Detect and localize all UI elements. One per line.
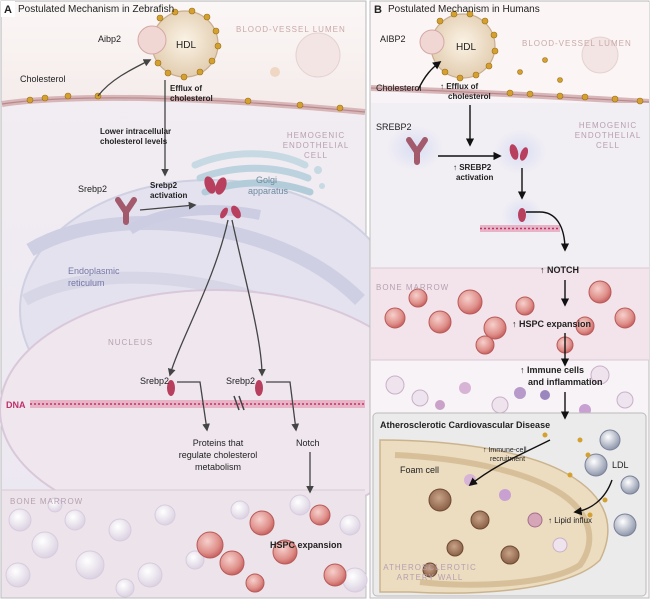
lipid-label: ↑ Lipid influx — [548, 516, 592, 525]
arrows-a — [97, 59, 314, 494]
hspc-label-a: HSPC expansion — [270, 540, 342, 550]
wall-label-1: ATHEROSCLEROTIC — [383, 563, 477, 572]
golgi-label-a-1: Golgi — [256, 175, 277, 185]
ascvd-cholesterol-b — [542, 432, 608, 518]
lower-label-a-2: cholesterol levels — [100, 137, 168, 146]
recruitment-label-b-2: recruitment — [490, 456, 525, 463]
hemogenic-label-b-1: HEMOGENIC — [579, 121, 637, 130]
nucleus-label-a: NUCLEUS — [108, 338, 153, 347]
immune-label-b-1: ↑ Immune cells — [520, 365, 584, 375]
efflux-label-b-2: cholesterol — [448, 92, 491, 101]
srebp2-dna-a — [167, 380, 263, 396]
srebp2-active-b — [509, 144, 529, 222]
lumen-label-b: BLOOD-VESSEL LUMEN — [522, 39, 632, 48]
ldl-particles-b — [584, 429, 640, 537]
notch-label-b: ↑ NOTCH — [540, 265, 579, 275]
ascvd-title: Atherosclerotic Cardiovascular Disease — [380, 420, 550, 430]
recruitment-label-b-1: ↑ Immune-cell — [483, 447, 527, 454]
immune-cells-b — [385, 365, 634, 416]
hdl-cholesterol-dots-b — [436, 10, 499, 82]
srebp2-cytoplasm-a — [115, 197, 137, 225]
hemogenic-label-a-2: ENDOTHELIAL — [283, 141, 350, 150]
golgi-label-a-2: apparatus — [248, 186, 289, 196]
hspc-label-b: ↑ HSPC expansion — [512, 319, 591, 329]
hdl-label-b: HDL — [456, 42, 476, 53]
cholesterol-label-b: Cholesterol — [376, 83, 422, 93]
aibp2-protein-b — [419, 29, 445, 55]
hspc-cells-b — [384, 280, 636, 355]
efflux-label-a-2: cholesterol — [170, 94, 213, 103]
panel-a-letter: A — [4, 4, 12, 16]
panel-b: B Postulated Mechanism in Humans AIBP2 H… — [369, 0, 650, 599]
aibp2-label-b: AIBP2 — [380, 34, 406, 44]
lumen-label-a: BLOOD-VESSEL LUMEN — [236, 25, 346, 34]
srebp2-label-b: SREBP2 — [376, 122, 412, 132]
immune-label-b-2: and inflammation — [528, 377, 603, 387]
artery-wall — [379, 439, 609, 594]
hdl-particle-a — [137, 10, 219, 78]
aibp2-label-a: Aibp2 — [98, 34, 121, 44]
er-label-a-1: Endoplasmic — [68, 266, 120, 276]
srebp2-cytoplasm-b — [406, 137, 428, 165]
srebp2-right-label-a: Srebp2 — [226, 376, 255, 386]
activation-label-b-2: activation — [456, 173, 493, 182]
hdl-label-a: HDL — [176, 40, 196, 51]
panel-a-title: Postulated Mechanism in Zebrafish — [18, 4, 174, 15]
bone-marrow-label-b: BONE MARROW — [376, 283, 449, 292]
proteins-label-a-1: Proteins that — [193, 438, 244, 448]
hemogenic-label-a-3: CELL — [304, 151, 328, 160]
hspc-cells-a — [196, 504, 347, 593]
dna-strand-a — [30, 400, 365, 408]
lower-label-a-1: Lower intracellular — [100, 127, 171, 136]
plaque-cells-b — [422, 474, 568, 578]
proteins-label-a-2: regulate cholesterol — [179, 450, 258, 460]
srebp2-left-label-a: Srebp2 — [140, 376, 169, 386]
panel-b-title: Postulated Mechanism in Humans — [388, 4, 540, 15]
wall-label-2: ARTERY WALL — [397, 573, 464, 582]
hdl-particle-b — [419, 13, 496, 79]
activation-label-b-1: ↑ SREBP2 — [453, 163, 492, 172]
aibp2-protein-a — [137, 25, 167, 55]
bone-marrow-label-a: BONE MARROW — [10, 497, 83, 506]
dna-strand-b — [480, 225, 560, 232]
notch-label-a: Notch — [296, 438, 320, 448]
panel-b-bone-marrow — [371, 268, 649, 360]
foam-cell-label: Foam cell — [400, 465, 439, 475]
efflux-label-a-1: Efflux of — [170, 84, 202, 93]
activation-label-a-1: Srebp2 — [150, 181, 178, 190]
cholesterol-label-a: Cholesterol — [20, 74, 66, 84]
er-label-a-2: reticulum — [68, 278, 105, 288]
hemogenic-label-b-2: ENDOTHELIAL — [575, 131, 642, 140]
srebp2-golgi-a — [204, 176, 241, 219]
panel-b-letter: B — [374, 4, 382, 16]
activation-label-a-2: activation — [150, 191, 187, 200]
hemogenic-label-a-1: HEMOGENIC — [287, 131, 345, 140]
ldl-label: LDL — [612, 460, 629, 470]
hdl-cholesterol-dots-a — [154, 7, 222, 81]
panel-a: A Postulated Mechanism in Zebrafish Aibp… — [0, 0, 431, 599]
proteins-label-a-3: metabolism — [195, 462, 241, 472]
foam-cell — [428, 488, 452, 512]
membrane-cholesterol-b — [506, 57, 644, 105]
efflux-label-b-1: ↑ Efflux of — [440, 82, 479, 91]
hemogenic-label-b-3: CELL — [596, 141, 620, 150]
arrows-b — [417, 60, 613, 516]
marrow-bubbles-a — [5, 494, 368, 598]
srebp2-label-a: Srebp2 — [78, 184, 107, 194]
dna-label-a: DNA — [6, 400, 26, 410]
